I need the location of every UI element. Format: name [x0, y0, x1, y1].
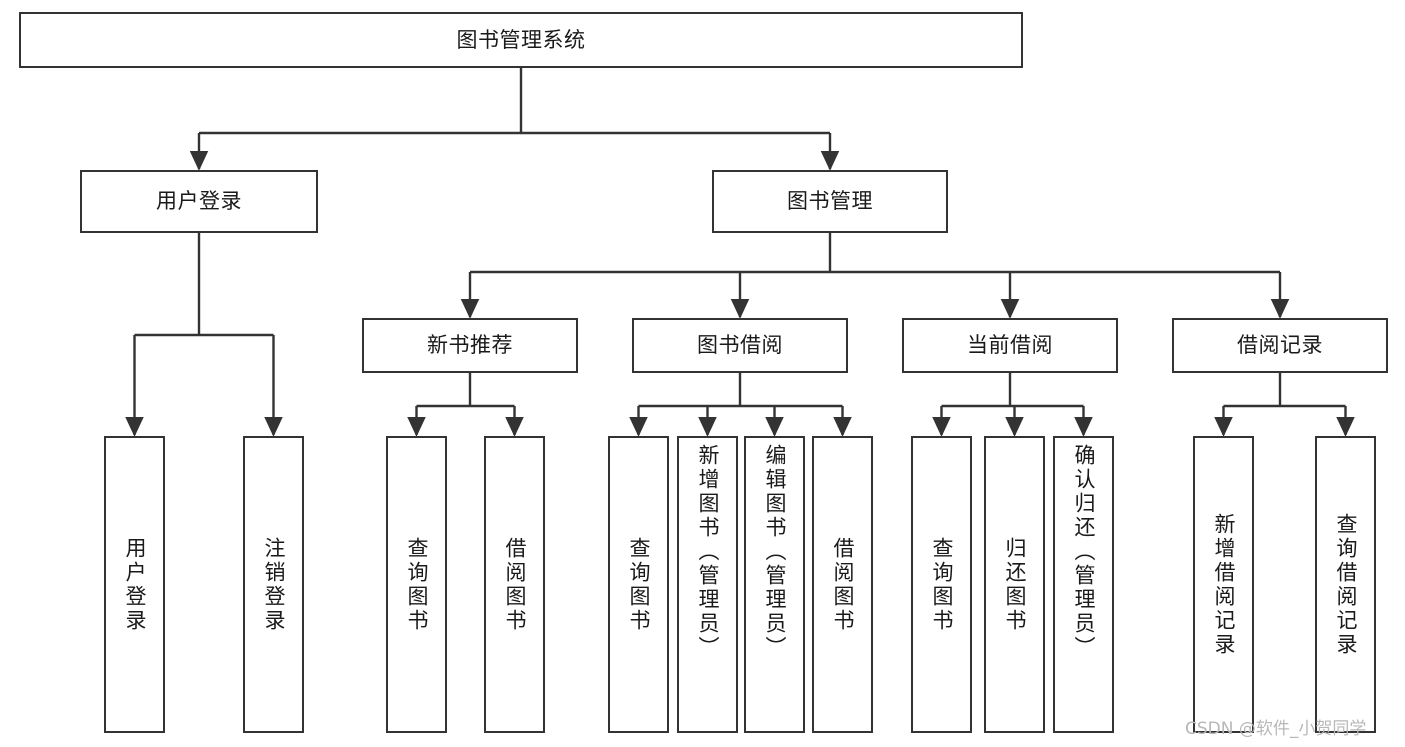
edge-group — [125, 68, 1355, 437]
node-label: 用户登录 — [123, 536, 147, 633]
node-borrow-record[interactable]: 借阅记录 — [1172, 318, 1388, 373]
node-new-book-rec[interactable]: 新书推荐 — [362, 318, 578, 373]
node-leaf-borrow-book-2[interactable]: 借阅图书 — [812, 436, 873, 733]
node-leaf-query-record[interactable]: 查询借阅记录 — [1315, 436, 1376, 733]
node-label: 新书推荐 — [427, 333, 513, 358]
node-label: 借阅图书 — [503, 536, 527, 633]
node-label: 当前借阅 — [967, 333, 1053, 358]
node-label: 借阅图书 — [831, 536, 855, 633]
node-label: 新增图书（管理员） — [696, 444, 720, 660]
node-leaf-user-login[interactable]: 用户登录 — [104, 436, 165, 733]
watermark-text: CSDN @软件_小贺同学 — [1185, 719, 1367, 739]
node-leaf-query-book-1[interactable]: 查询图书 — [386, 436, 447, 733]
node-label: 归还图书 — [1003, 536, 1027, 633]
node-leaf-edit-book[interactable]: 编辑图书（管理员） — [744, 436, 805, 733]
node-book-borrow[interactable]: 图书借阅 — [632, 318, 848, 373]
node-leaf-query-book-2[interactable]: 查询图书 — [608, 436, 669, 733]
node-label: 查询图书 — [405, 536, 429, 633]
node-label: 注销登录 — [262, 536, 286, 633]
node-label: 用户登录 — [156, 189, 242, 214]
node-label: 图书管理系统 — [456, 27, 586, 52]
node-leaf-confirm-return[interactable]: 确认归还（管理员） — [1053, 436, 1114, 733]
node-label: 查询借阅记录 — [1334, 512, 1358, 657]
node-label: 借阅记录 — [1237, 333, 1323, 358]
node-label: 图书借阅 — [697, 333, 783, 358]
node-leaf-query-book-3[interactable]: 查询图书 — [911, 436, 972, 733]
node-label: 确认归还（管理员） — [1072, 444, 1096, 660]
node-label: 查询图书 — [627, 536, 651, 633]
node-root[interactable]: 图书管理系统 — [19, 12, 1023, 68]
node-leaf-user-logout[interactable]: 注销登录 — [243, 436, 304, 733]
node-user-login[interactable]: 用户登录 — [80, 170, 318, 233]
node-leaf-borrow-book-1[interactable]: 借阅图书 — [484, 436, 545, 733]
node-label: 编辑图书（管理员） — [763, 444, 787, 660]
node-leaf-add-book[interactable]: 新增图书（管理员） — [677, 436, 738, 733]
node-current-borrow[interactable]: 当前借阅 — [902, 318, 1118, 373]
node-label: 图书管理 — [787, 189, 873, 214]
node-label: 新增借阅记录 — [1212, 512, 1236, 657]
node-book-manage[interactable]: 图书管理 — [712, 170, 948, 233]
node-label: 查询图书 — [930, 536, 954, 633]
node-leaf-return-book[interactable]: 归还图书 — [984, 436, 1045, 733]
node-leaf-add-record[interactable]: 新增借阅记录 — [1193, 436, 1254, 733]
